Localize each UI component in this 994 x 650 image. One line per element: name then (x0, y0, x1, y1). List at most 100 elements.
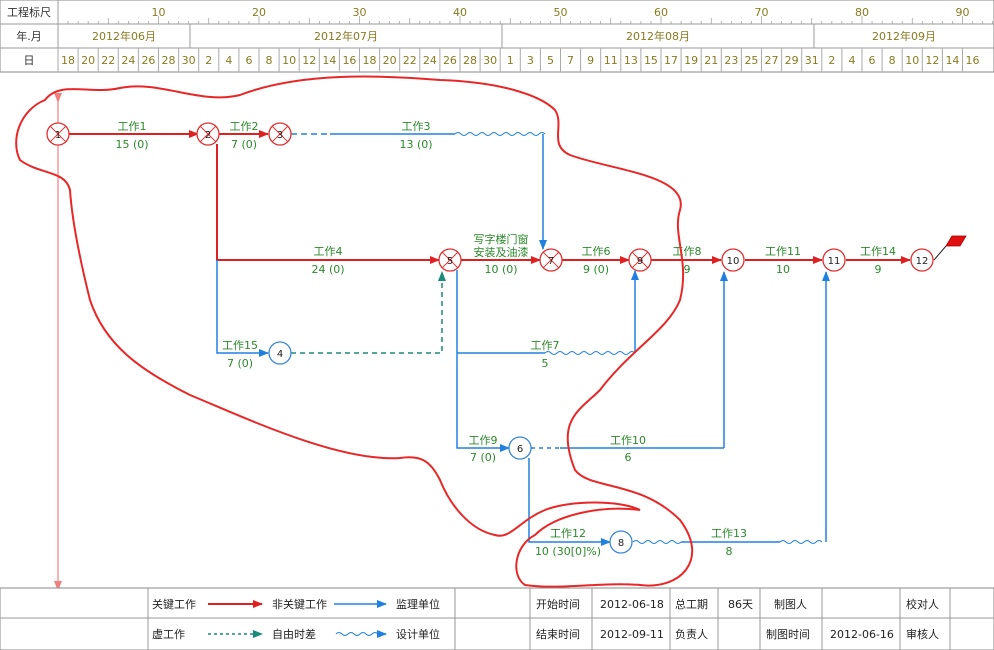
day-cell: 18 (363, 54, 377, 67)
task-label: 工作10 (610, 434, 646, 447)
task-duration: 10 (776, 263, 790, 276)
task-label: 工作8 (673, 245, 702, 258)
node-cross (49, 125, 67, 143)
day-cell: 10 (282, 54, 296, 67)
day-cell: 2 (205, 54, 212, 67)
start-time-value: 2012-06-18 (600, 598, 664, 611)
node-cross (271, 125, 289, 143)
wave-task-3 (454, 132, 546, 136)
legend-wave-line (335, 632, 379, 636)
node-label: 12 (916, 256, 929, 267)
day-cell: 13 (624, 54, 638, 67)
task-label: 工作11 (765, 245, 801, 258)
node-9[interactable]: 9 (628, 248, 652, 272)
day-cell: 22 (101, 54, 115, 67)
wave-task-13 (632, 540, 682, 544)
task-label: 工作1 (118, 120, 147, 133)
day-cell: 27 (765, 54, 779, 67)
scale-tick: 90 (956, 6, 970, 19)
day-cell: 16 (342, 54, 356, 67)
month-label: 年.月 (16, 29, 42, 43)
node-5[interactable]: 5 (438, 248, 462, 272)
month-cell: 2012年09月 (872, 29, 936, 43)
scale-tick: 40 (453, 6, 467, 19)
node-4[interactable]: 4 (268, 341, 292, 365)
legend-supervisor-label: 监理单位 (396, 597, 440, 611)
node-11[interactable]: 11 (822, 248, 846, 272)
day-cell: 28 (162, 54, 176, 67)
day-cell: 12 (302, 54, 316, 67)
hand-drawn-annotation (15, 75, 694, 588)
task-duration: 9 (684, 263, 691, 276)
node-10[interactable]: 10 (721, 248, 745, 272)
manager-label: 负责人 (675, 627, 708, 641)
day-cell: 15 (644, 54, 658, 67)
node-label: 3 (277, 130, 283, 141)
scale-tick: 10 (152, 6, 166, 19)
node-label: 11 (828, 256, 841, 267)
task-label: 工作15 (222, 339, 258, 352)
day-cell: 4 (225, 54, 232, 67)
day-cell: 12 (925, 54, 939, 67)
nodes: 1 2 3 4 5 7 9 10 11 12 6 8 (46, 122, 934, 554)
end-time-label: 结束时间 (536, 628, 580, 641)
task-label: 工作14 (860, 245, 896, 258)
node-1[interactable]: 1 (46, 122, 70, 146)
node-cross (441, 251, 459, 269)
day-cell: 19 (684, 54, 698, 67)
day-cell: 20 (81, 54, 95, 67)
node-2[interactable]: 2 (196, 122, 220, 146)
node-cross (199, 125, 217, 143)
task-label: 工作7 (531, 339, 560, 352)
node-3[interactable]: 3 (268, 122, 292, 146)
node-8[interactable]: 8 (609, 530, 633, 554)
task-label: 工作6 (582, 245, 611, 258)
scale-label: 工程标尺 (7, 5, 51, 19)
node-12[interactable]: 12 (910, 248, 934, 272)
node-circle (910, 248, 934, 272)
node-label: 4 (277, 349, 283, 360)
month-cell: 2012年06月 (92, 29, 156, 43)
day-cell: 6 (869, 54, 876, 67)
task-duration: 13 (0) (399, 138, 432, 151)
day-cell: 17 (664, 54, 678, 67)
draw-date-label: 制图时间 (766, 628, 810, 641)
task-label: 工作3 (402, 120, 431, 133)
node-6[interactable]: 6 (508, 436, 532, 460)
finish-flag-pole (933, 245, 947, 261)
task-label: 工作12 (550, 527, 586, 540)
legend-panel: 关键工作 非关键工作 监理单位 虚工作 自由时差 设计单位 开始时间 2012-… (0, 587, 994, 650)
day-cell: 25 (744, 54, 758, 67)
day-cell: 14 (322, 54, 336, 67)
day-cell: 14 (945, 54, 959, 67)
scale-tick: 70 (755, 6, 769, 19)
node-7[interactable]: 7 (539, 248, 563, 272)
task-duration: 7 (0) (470, 451, 496, 464)
draw-date-value: 2012-06-16 (830, 628, 894, 641)
task-duration: 24 (0) (311, 263, 344, 276)
day-cell: 9 (587, 54, 594, 67)
reviewer-label: 审核人 (906, 627, 939, 641)
day-cell: 24 (121, 54, 135, 67)
day-cell: 3 (527, 54, 534, 67)
day-cell: 23 (724, 54, 738, 67)
month-cell: 2012年08月 (626, 29, 690, 43)
finish-flag-icon (945, 235, 967, 247)
wave-task-7 (544, 351, 636, 355)
checker-label: 校对人 (906, 597, 939, 611)
day-cell: 8 (266, 54, 273, 67)
total-duration-label: 总工期 (675, 597, 708, 611)
day-cell: 30 (483, 54, 497, 67)
task-duration: 9 (0) (583, 263, 609, 276)
day-label: 日 (24, 54, 35, 67)
node-label: 8 (618, 538, 624, 549)
node-label: 7 (548, 256, 554, 267)
arrows (67, 130, 967, 546)
task-label: 工作13 (711, 527, 747, 540)
task-label-line2: 安装及油漆 (474, 245, 529, 259)
day-cell: 18 (61, 54, 75, 67)
scale-tick: 60 (654, 6, 668, 19)
node-cross (542, 251, 560, 269)
legend-designer-label: 设计单位 (396, 627, 440, 641)
task-labels: 工作1 15 (0) 工作2 7 (0) 工作3 13 (0) 工作4 24 (… (115, 120, 896, 558)
